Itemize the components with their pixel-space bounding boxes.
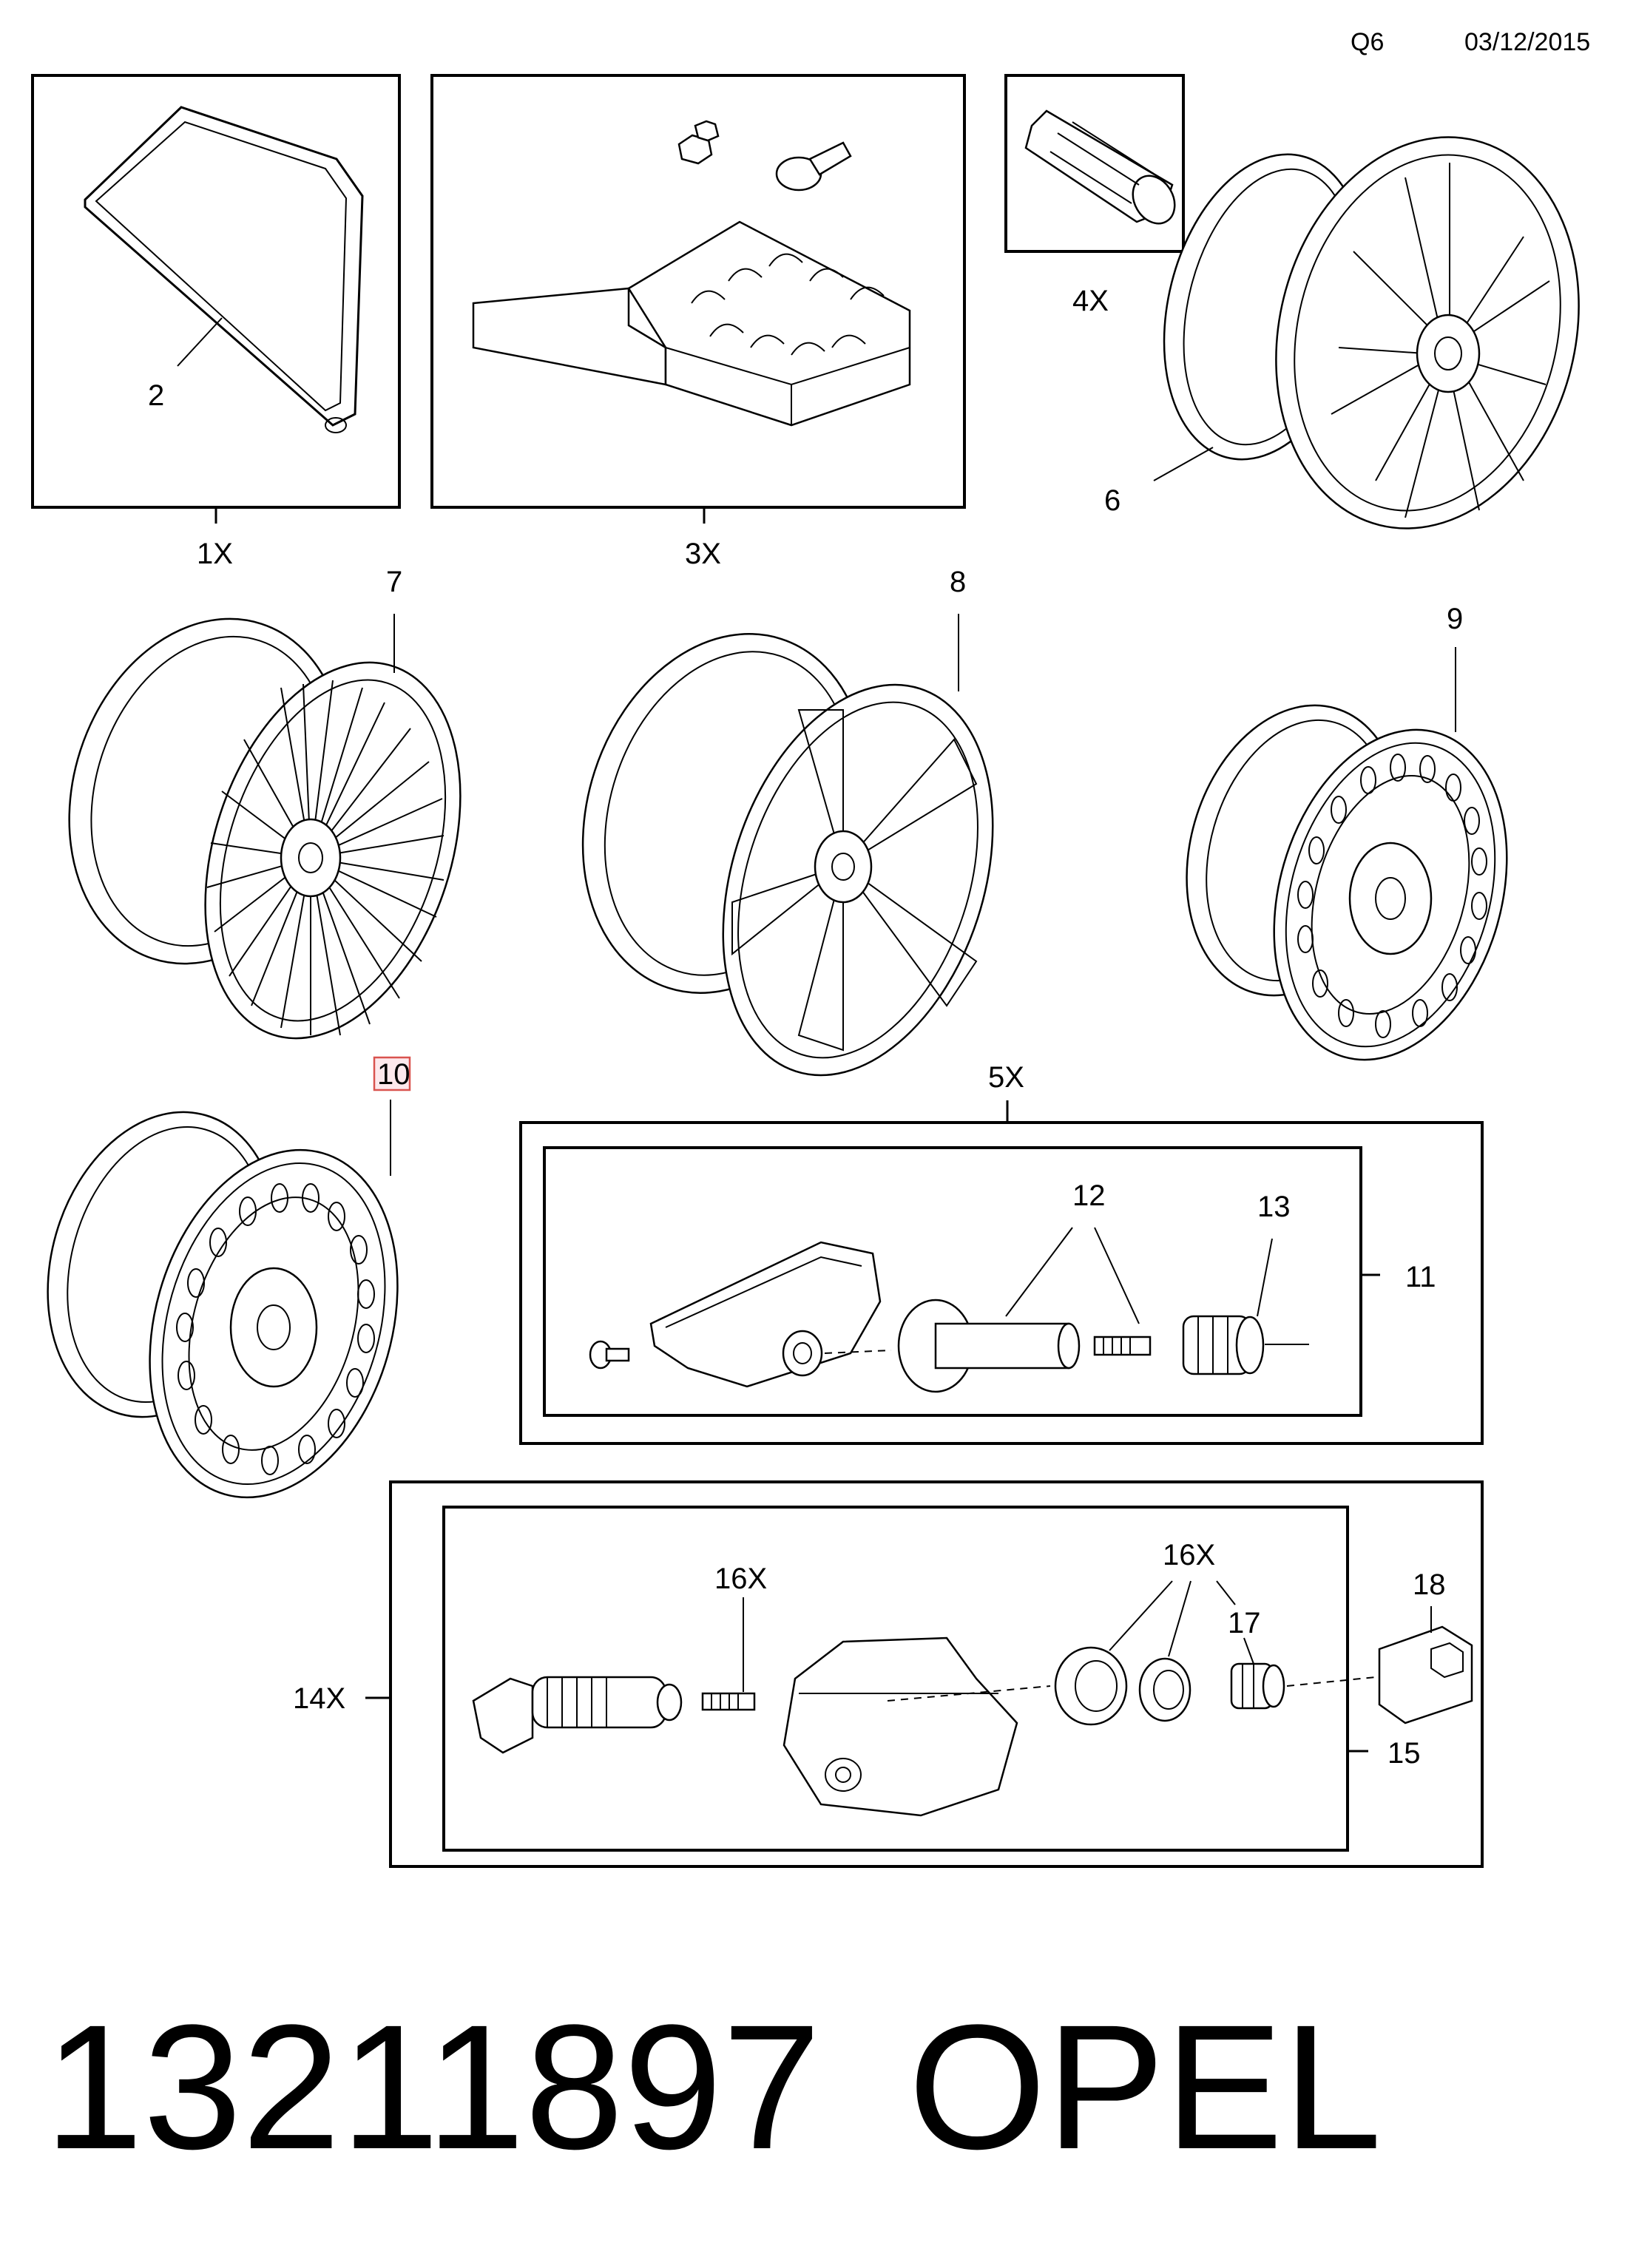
valve-stem — [897, 1299, 1081, 1393]
callout-1x: 1X — [197, 538, 233, 570]
wheel-bolt-2 — [775, 141, 852, 192]
callout-17: 17 — [1228, 1607, 1261, 1639]
part-number: 13211897 — [44, 1988, 821, 2186]
page-code: Q6 — [1351, 28, 1384, 56]
box-item-1: 2 1X — [31, 74, 401, 570]
valve-stem-rubber — [472, 1676, 683, 1754]
wheel-9-holes — [1297, 754, 1487, 1038]
valve-core — [1093, 1336, 1152, 1356]
callout-8: 8 — [950, 566, 966, 598]
wheel-bolt-1 — [677, 120, 720, 165]
tpms-sensor-body — [649, 1241, 882, 1388]
washer — [1138, 1657, 1191, 1722]
wheel-10: 10 — [47, 1056, 411, 1499]
callout-18: 18 — [1413, 1568, 1446, 1601]
callout-4x: 4X — [1072, 285, 1109, 317]
callout-3x: 3X — [685, 538, 721, 570]
box-item-5: 5X 11 — [519, 1061, 1484, 1445]
callout-6: 6 — [1104, 484, 1120, 517]
callout-14x: 14X — [293, 1682, 345, 1715]
valve-core-14 — [701, 1692, 756, 1711]
callout-12: 12 — [1072, 1179, 1106, 1212]
wheel-6: 6 — [1104, 136, 1580, 529]
callout-2: 2 — [148, 379, 164, 412]
box-item-4: 4X — [1004, 74, 1185, 317]
tpms-sensor-body-14 — [782, 1636, 1018, 1817]
valve-cap — [1182, 1315, 1265, 1375]
tpms-screw — [589, 1340, 630, 1370]
wheel-8-spokes — [731, 709, 978, 1052]
valve-nut — [1230, 1662, 1285, 1710]
box-item-3: 3X — [430, 74, 966, 570]
callout-13: 13 — [1257, 1191, 1291, 1223]
box-item-14: 14X 15 16X — [293, 1480, 1484, 1868]
callout-16x-left: 16X — [714, 1563, 767, 1595]
callout-9: 9 — [1447, 603, 1463, 635]
wheel-9: 9 — [1186, 603, 1508, 1061]
callout-10: 10 — [377, 1058, 410, 1091]
brand-name: OPEL — [908, 1988, 1382, 2186]
nut-cap-drawing — [1024, 109, 1176, 225]
wheel-6-spokes — [1331, 163, 1550, 518]
wheel-7-spokes — [206, 680, 445, 1036]
callout-16x-right: 16X — [1163, 1539, 1215, 1571]
item-18-cap: 18 — [1378, 1568, 1473, 1724]
callout-10-highlight — [373, 1056, 411, 1091]
callout-7: 7 — [386, 566, 402, 598]
callout-11: 11 — [1405, 1261, 1436, 1293]
wheel-7: 7 — [68, 566, 462, 1040]
wheel-8: 8 — [581, 566, 994, 1077]
callout-15: 15 — [1387, 1737, 1421, 1770]
page-date: 03/12/2015 — [1464, 28, 1590, 56]
bolt-case — [472, 220, 911, 427]
trim-strip-drawing — [84, 106, 364, 433]
callout-5x: 5X — [988, 1061, 1024, 1094]
wheel-10-holes — [176, 1183, 375, 1475]
grommet — [1054, 1646, 1128, 1726]
